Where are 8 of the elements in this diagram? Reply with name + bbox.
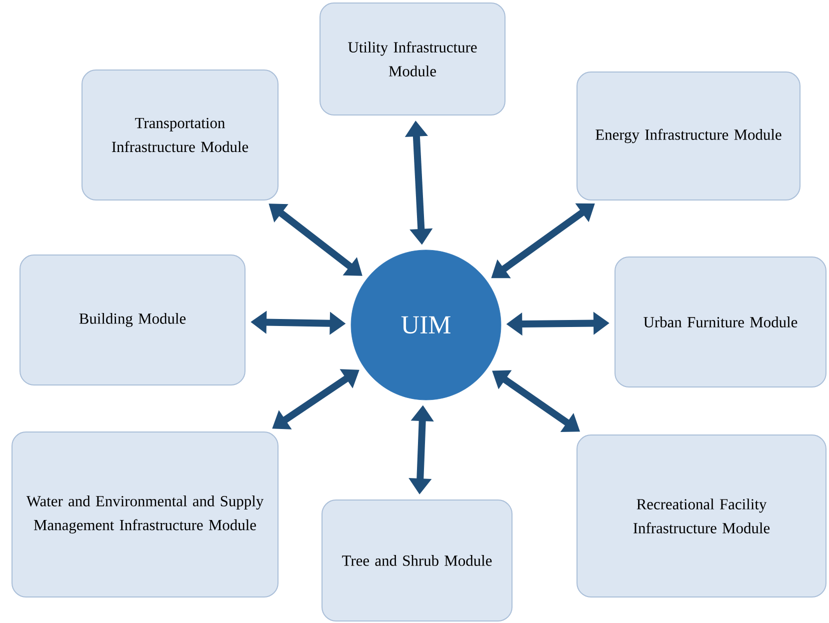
module-box: Utility Infrastructure Module [320,2,506,116]
module-box: Water and Environmental and Supply Management Infrastructure Module [12,431,278,598]
module-box: Tree and Shrub Module [322,499,512,622]
module-box: Recreational Facility Infrastructure Module [576,434,826,598]
module-box: Transportation Infrastructure Module [82,70,278,200]
module-box: Building Module [20,254,246,386]
module-box: Urban Furniture Module [614,256,826,388]
module-box: Energy Infrastructure Module [576,72,800,200]
